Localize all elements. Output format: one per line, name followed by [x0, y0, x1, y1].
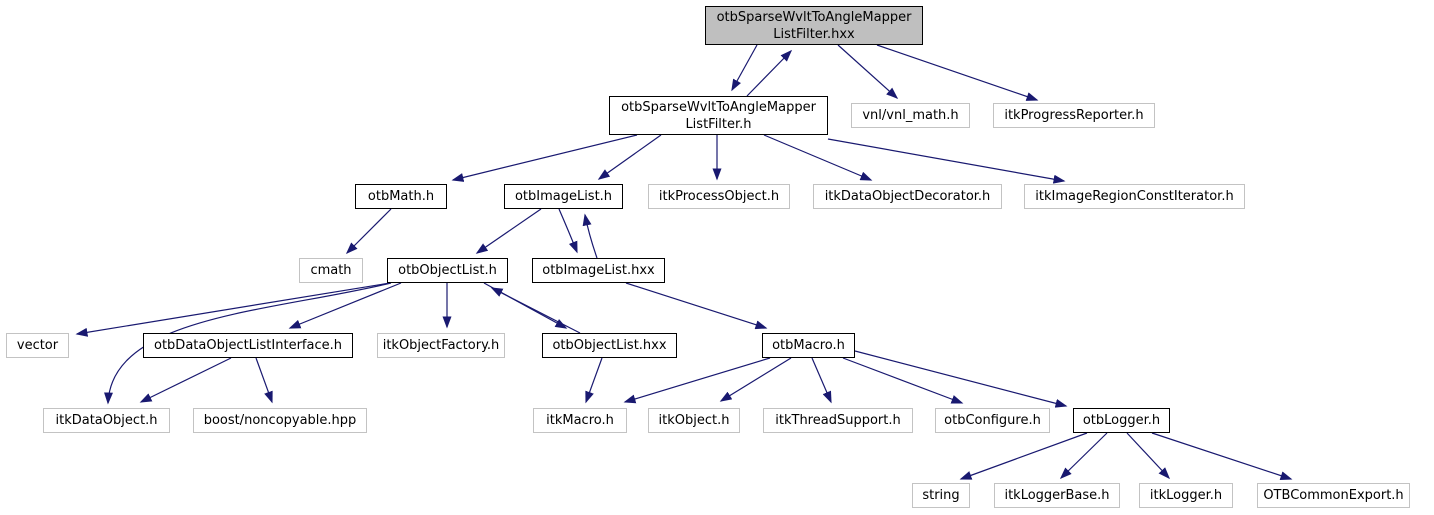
node-otb-data-object-list-interface[interactable]: otbDataObjectListInterface.h [143, 333, 353, 358]
edge-otb-image-list-h-to-otb-object-list-h [475, 208, 542, 254]
edge-filter-h-to-otb-math [451, 134, 638, 182]
node-filter-h[interactable]: otbSparseWvltToAngleMapper ListFilter.h [609, 96, 828, 135]
node-itk-data-object-decorator[interactable]: itkDataObjectDecorator.h [813, 184, 1002, 209]
node-otb-object-list-h[interactable]: otbObjectList.h [387, 258, 508, 283]
edge-otb-image-list-hxx-to-otb-image-list-h [582, 213, 598, 259]
edge-otb-logger-to-string [959, 432, 1088, 480]
node-itk-image-region-const-iterator[interactable]: itkImageRegionConstIterator.h [1024, 184, 1245, 209]
edge-otb-macro-to-otb-logger [854, 350, 1068, 408]
edge-main-hxx-to-filter-h [731, 44, 758, 92]
edge-filter-h-to-itk-image-region-const-iterator [827, 138, 1066, 184]
edge-otb-data-object-list-interface-to-boost-noncopyable [255, 357, 273, 404]
edge-filter-h-to-itk-data-object-decorator [763, 134, 873, 181]
node-otb-object-list-hxx[interactable]: otbObjectList.hxx [542, 333, 677, 358]
edge-otb-object-list-h-to-vector [75, 282, 391, 337]
edge-otb-macro-to-itk-object [719, 357, 792, 402]
edges-group [75, 44, 1293, 480]
node-itk-thread-support[interactable]: itkThreadSupport.h [763, 408, 913, 433]
node-main-hxx: otbSparseWvltToAngleMapper ListFilter.hx… [705, 6, 923, 45]
node-otb-image-list-hxx[interactable]: otbImageList.hxx [532, 258, 665, 283]
node-otb-macro[interactable]: otbMacro.h [762, 333, 855, 358]
edge-otb-logger-to-itk-logger [1126, 432, 1171, 480]
edge-otb-object-list-h-to-otb-data-object-list-interface [288, 282, 402, 329]
edge-otb-macro-to-itk-macro [623, 357, 771, 404]
node-vector[interactable]: vector [6, 333, 69, 358]
node-otb-common-export[interactable]: OTBCommonExport.h [1257, 483, 1410, 508]
edge-otb-object-list-hxx-to-itk-macro [585, 357, 603, 404]
node-otb-configure[interactable]: otbConfigure.h [935, 408, 1050, 433]
node-boost-noncopyable[interactable]: boost/noncopyable.hpp [193, 408, 367, 433]
node-itk-logger-base[interactable]: itkLoggerBase.h [994, 483, 1120, 508]
node-itk-logger[interactable]: itkLogger.h [1139, 483, 1233, 508]
edge-filter-h-to-main-hxx [746, 49, 793, 97]
node-string[interactable]: string [912, 483, 970, 508]
node-vnl-math[interactable]: vnl/vnl_math.h [851, 103, 970, 128]
edge-main-hxx-to-vnl-math [837, 44, 899, 100]
node-itk-process-object[interactable]: itkProcessObject.h [648, 184, 790, 209]
edge-otb-logger-to-otb-common-export [1151, 432, 1293, 480]
edge-filter-h-to-otb-image-list-h [597, 134, 662, 180]
edge-otb-object-list-h-to-itk-data-object [104, 282, 392, 405]
edge-otb-object-list-hxx-to-otb-object-list-h [490, 287, 581, 334]
edge-otb-logger-to-itk-logger-base [1059, 432, 1108, 480]
node-itk-object-factory[interactable]: itkObjectFactory.h [377, 333, 505, 358]
edge-main-hxx-to-itk-progress-reporter [876, 44, 1039, 101]
node-otb-logger[interactable]: otbLogger.h [1073, 408, 1170, 433]
node-otb-image-list-h[interactable]: otbImageList.h [504, 184, 623, 209]
edge-otb-macro-to-otb-configure [842, 357, 964, 404]
edge-otb-data-object-list-interface-to-itk-data-object [139, 357, 232, 403]
node-itk-data-object[interactable]: itkDataObject.h [43, 408, 170, 433]
edge-otb-math-to-cmath [345, 208, 392, 255]
node-otb-math[interactable]: otbMath.h [355, 184, 447, 209]
edge-otb-image-list-hxx-to-otb-macro [625, 282, 768, 330]
edge-otb-macro-to-itk-thread-support [811, 357, 832, 404]
edge-otb-image-list-h-to-otb-image-list-hxx [558, 208, 578, 254]
node-itk-macro[interactable]: itkMacro.h [533, 408, 627, 433]
node-itk-progress-reporter[interactable]: itkProgressReporter.h [993, 103, 1155, 128]
node-itk-object[interactable]: itkObject.h [648, 408, 740, 433]
node-cmath[interactable]: cmath [299, 258, 363, 283]
